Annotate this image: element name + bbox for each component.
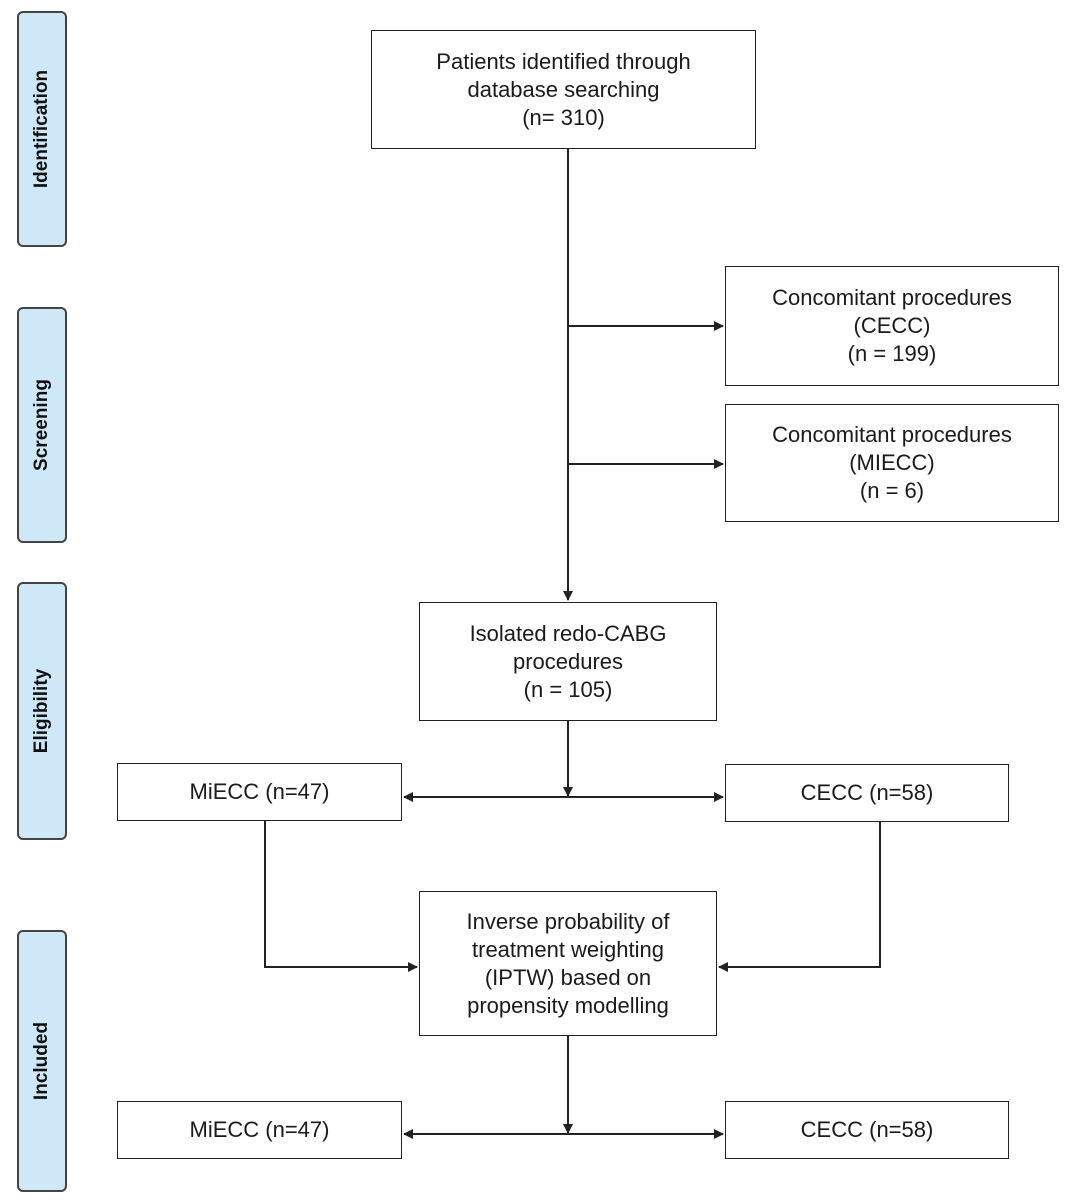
flow-line-cecc-to-iptw bbox=[718, 822, 881, 972]
box-text-line: procedures bbox=[512, 648, 624, 674]
flow-line-miecc-to-iptw bbox=[264, 821, 418, 972]
phase-label-eligibility: Eligibility bbox=[17, 582, 67, 840]
box-text-line: (CECC) bbox=[853, 313, 931, 338]
miecc-included-box: MiECC (n=47) bbox=[117, 1101, 402, 1159]
miecc-group-box: MiECC (n=47) bbox=[117, 763, 402, 821]
box-text-line: Isolated redo-CABG bbox=[469, 620, 667, 646]
box-text-line: CECC (n=58) bbox=[800, 780, 934, 805]
cecc-group-box: CECC (n=58) bbox=[725, 764, 1009, 822]
cecc-concomitant-box: Concomitant procedures (CECC) (n = 199) bbox=[725, 266, 1059, 386]
box-text-line: Concomitant procedures bbox=[772, 422, 1012, 447]
box-text-line: database searching bbox=[467, 76, 660, 102]
phase-label-included: Included bbox=[17, 930, 67, 1192]
box-text-line: MiECC (n=47) bbox=[189, 1117, 330, 1142]
box-text-line: treatment weighting bbox=[472, 936, 664, 962]
identified-patients-box: Patients identified through database sea… bbox=[371, 30, 756, 149]
box-text-line: propensity modelling bbox=[467, 992, 669, 1018]
iptw-box: Inverse probability of treatment weighti… bbox=[419, 891, 717, 1036]
isolated-redo-cabg-box: Isolated redo-CABG procedures (n = 105) bbox=[419, 602, 717, 721]
box-text-line: (IPTW) based on bbox=[484, 964, 652, 990]
box-text-line: (n= 310) bbox=[522, 104, 605, 130]
miecc-concomitant-box: Concomitant procedures (MIECC) (n = 6) bbox=[725, 404, 1059, 522]
box-text-line: Inverse probability of bbox=[466, 908, 670, 934]
phase-label-screening: Screening bbox=[17, 307, 67, 543]
box-text-line: Patients identified through bbox=[436, 48, 691, 74]
box-text-line: (n = 105) bbox=[523, 676, 613, 702]
box-text-line: CECC (n=58) bbox=[800, 1117, 934, 1142]
box-text-line: Concomitant procedures bbox=[772, 285, 1012, 310]
box-text-line: MiECC (n=47) bbox=[189, 779, 330, 804]
cecc-included-box: CECC (n=58) bbox=[725, 1101, 1009, 1159]
box-text-line: (MIECC) bbox=[849, 450, 935, 475]
phase-label-identification: Identification bbox=[17, 11, 67, 247]
box-text-line: (n = 6) bbox=[859, 478, 925, 503]
box-text-line: (n = 199) bbox=[847, 341, 937, 366]
